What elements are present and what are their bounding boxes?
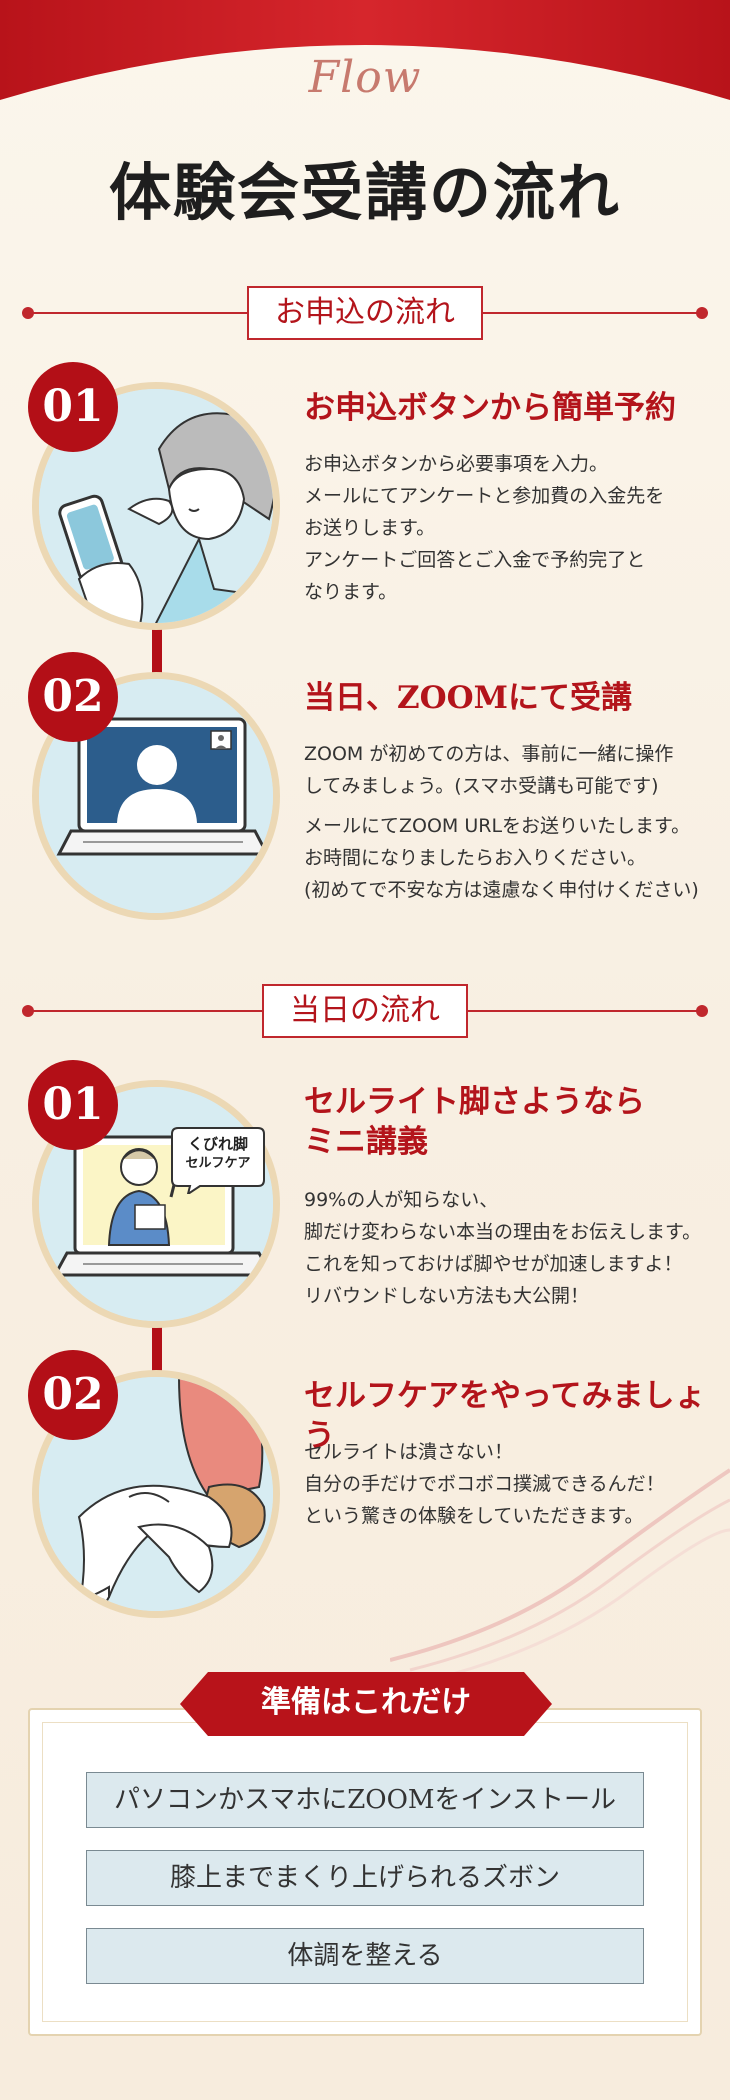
step-application-01: 01 お申込ボタンから簡単予約 お申込ボタンから必要事項を入力。 メールにてアン… [0,362,730,642]
step-connector [152,620,162,700]
leg-massage-icon [32,1370,280,1618]
flow-script-label: Flow [308,52,422,103]
step-body-line: これを知っておけば脚やせが加速しますよ！ [304,1253,683,1275]
section-bar-dot [696,307,708,319]
section-label: 当日の流れ [262,984,468,1038]
preparation-ribbon: 準備はこれだけ [180,1672,552,1736]
section-bar-dot [22,1005,34,1017]
step-day-of-01: くびれ脚 セルフケア 01 セルライト脚さようなら ミニ講義 99%の人が知らな… [0,1060,730,1340]
step-body: セルライトは潰さない！ 自分の手だけでボコボコ撲滅できるんだ！ という驚きの体験… [304,1436,714,1540]
step-body-line: ZOOM が初めての方は、事前に一緒に操作 [304,743,674,765]
decorative-silk-swirl [390,1468,730,1682]
step-body-line: お送りします。 [304,517,436,539]
step-title: お申込ボタンから簡単予約 [304,390,676,426]
section-bar-application: お申込の流れ [22,286,708,340]
section-bar-dot [22,307,34,319]
step-day-of-02: 02 セルフケアをやってみましょう セルライトは潰さない！ 自分の手だけでボコボ… [0,1350,730,1630]
step-number-badge: 01 [28,362,118,452]
step-body-line: 脚だけ変わらない本当の理由をお伝えします。 [304,1221,702,1243]
preparation-item: 体調を整える [86,1928,644,1984]
header-wave-decoration [0,0,730,100]
step-title-line: セルライト脚さようなら [304,1084,645,1120]
phone-woman-icon [32,382,280,630]
step-body-line: メールにてアンケートと参加費の入金先を [304,485,665,507]
section-bar-day-of: 当日の流れ [22,984,708,1038]
step-number-badge: 02 [28,652,118,742]
step-body-line: リバウンドしない方法も大公開！ [304,1285,590,1307]
step-body-line: 99%の人が知らない、 [304,1189,499,1211]
step-body-line: 自分の手だけでボコボコ撲滅できるんだ！ [304,1473,665,1495]
step-body-line: お時間になりましたらお入りください。 [304,847,647,869]
step-body-line: お申込ボタンから必要事項を入力。 [304,453,609,475]
step-body-line: メールにてZOOM URLをお送りいたします。 [304,815,691,837]
step-body-line: なります。 [304,581,398,603]
step-body-line: アンケートご回答とご入金で予約完了と [304,549,646,571]
preparation-title: 準備はこれだけ [261,1685,471,1720]
step-application-02: 02 当日、ZOOMにて受講 ZOOM が初めての方は、事前に一緒に操作 してみ… [0,652,730,932]
speech-bubble-line: くびれ脚 [187,1135,248,1153]
step-body-line: セルライトは潰さない！ [304,1441,514,1463]
step-title-line: ミニ講義 [304,1124,428,1160]
speech-bubble [171,1127,265,1194]
section-bar-dot [696,1005,708,1017]
step-number-badge: 01 [28,1060,118,1150]
step-body: お申込ボタンから必要事項を入力。 メールにてアンケートと参加費の入金先を お送り… [304,448,714,616]
step-number-badge: 02 [28,1350,118,1440]
step-title: セルフケアをやってみましょう [304,1378,706,1454]
page-title: 体験会受講の流れ [108,156,621,229]
preparation-item: パソコンかスマホにZOOMをインストール [86,1772,644,1828]
step-title: セルライト脚さようなら ミニ講義 [304,1082,645,1162]
step-body-line: という驚きの体験をしていただきます。 [304,1505,644,1527]
step-connector [152,1318,162,1398]
speech-bubble-text: くびれ脚 セルフケア [172,1134,264,1174]
speech-bubble-line: セルフケア [185,1156,251,1171]
step-body-line: してみましょう。(スマホ受講も可能です) [304,775,659,797]
step-title: 当日、ZOOMにて受講 [304,680,632,716]
section-label: お申込の流れ [247,286,483,340]
step-body: ZOOM が初めての方は、事前に一緒に操作 してみましょう。(スマホ受講も可能で… [304,738,714,914]
step-body: 99%の人が知らない、 脚だけ変わらない本当の理由をお伝えします。 これを知って… [304,1184,714,1320]
step-body-line: (初めてで不安な方は遠慮なく申付けください) [304,879,699,901]
preparation-item: 膝上までまくり上げられるズボン [86,1850,644,1906]
